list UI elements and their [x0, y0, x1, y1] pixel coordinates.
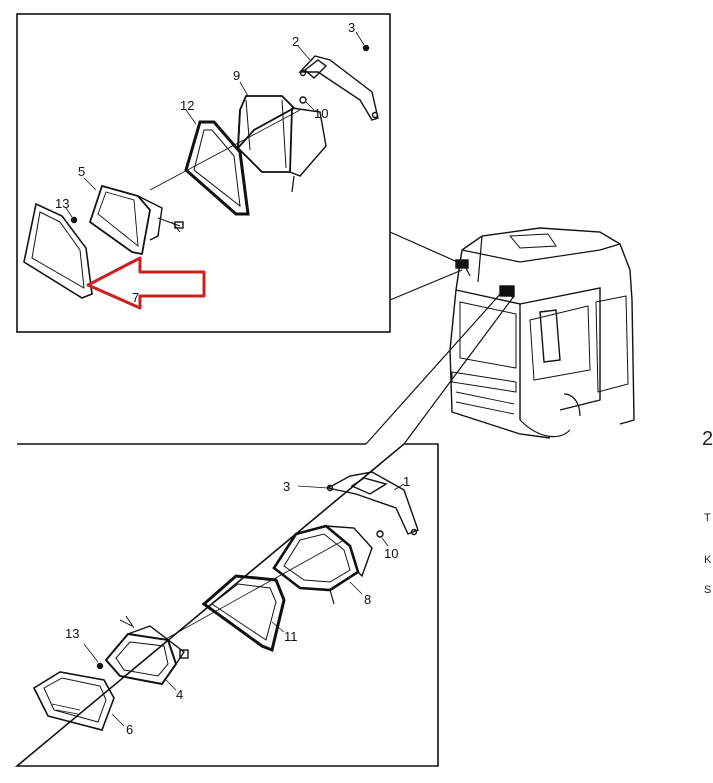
bottom-callout-8: 8 [364, 592, 371, 607]
housing-part-8 [272, 524, 373, 605]
highlight-arrow [86, 256, 206, 310]
edge-text-line-1: T [704, 512, 711, 524]
housing-part-9 [236, 95, 327, 193]
gasket-part-12 [184, 120, 250, 216]
bottom-callout-lines [111, 483, 405, 727]
top-callout-2: 2 [292, 34, 299, 49]
screw-part-13 [65, 207, 78, 224]
truck-cab-illustration [449, 227, 635, 439]
bracket-part-1 [326, 471, 419, 536]
gasket-part-11 [201, 574, 286, 653]
assembly-axis-top [149, 109, 301, 191]
bottom-inset-frame [14, 443, 439, 767]
top-callout-9: 9 [233, 68, 240, 83]
top-callout-lines [83, 45, 311, 191]
edge-text-line-2: K [704, 554, 712, 566]
top-callout-13: 13 [55, 196, 69, 211]
edge-text-line-3: S [704, 584, 712, 596]
top-callout-10: 10 [314, 106, 328, 121]
bottom-callout-4: 4 [176, 687, 183, 702]
edge-heading-fragment: 2 [702, 428, 713, 450]
screw-part-3 [355, 31, 370, 52]
bottom-inset-panel [14, 443, 439, 767]
cover-part-6 [32, 671, 115, 731]
lamp-part-5 [88, 184, 184, 256]
bottom-callout-6: 6 [126, 722, 133, 737]
top-inset-panel [16, 13, 391, 333]
assembly-axis-bottom [163, 539, 345, 641]
leader-lines [365, 231, 515, 445]
lamp-part-4 [104, 615, 189, 686]
bracket-part-2 [298, 55, 379, 121]
bottom-callouts: 1 3 10 8 11 13 4 6 [65, 474, 410, 737]
top-inset-frame [16, 13, 391, 333]
screw-part-10 [299, 96, 315, 111]
bottom-callout-13: 13 [65, 626, 79, 641]
top-callout-7: 7 [132, 290, 139, 305]
top-callout-3: 3 [348, 20, 355, 35]
bottom-callout-1: 1 [403, 474, 410, 489]
top-callouts: 2 3 9 10 12 5 13 7 [55, 20, 355, 305]
screw-part-10-bottom [376, 530, 389, 547]
top-callout-12: 12 [180, 98, 194, 113]
cover-part-7 [23, 202, 93, 299]
bottom-callout-11: 11 [284, 629, 298, 644]
bottom-callout-10: 10 [384, 546, 398, 561]
screw-part-13-bottom [83, 643, 104, 670]
bottom-callout-3: 3 [283, 479, 290, 494]
top-callout-5: 5 [78, 164, 85, 179]
